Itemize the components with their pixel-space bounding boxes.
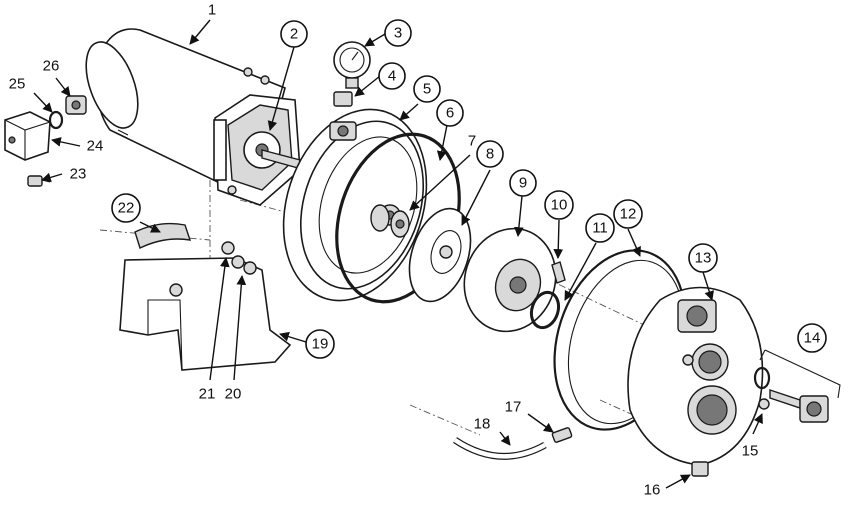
- callout-2-text: 2: [290, 26, 298, 43]
- cable-connector: [27, 175, 51, 187]
- callout-12-text: 12: [620, 206, 637, 223]
- label-23: 23: [70, 166, 87, 183]
- callout-8: 8: [476, 140, 504, 168]
- callout-6-text: 6: [446, 105, 454, 122]
- seal-plate: [282, 108, 428, 302]
- callout-5-text: 5: [423, 81, 431, 98]
- callout-8-text: 8: [486, 146, 494, 163]
- callout-2: 2: [280, 20, 308, 48]
- base-bolts: [221, 241, 245, 269]
- callout-12: 12: [613, 199, 643, 229]
- fitting-washer: [48, 110, 64, 130]
- small-plug: [758, 398, 770, 410]
- label-24: 24: [87, 138, 104, 155]
- motor-strap: [134, 222, 192, 249]
- callout-11-text: 11: [592, 220, 608, 237]
- callout-10-text: 10: [551, 197, 568, 214]
- shaft-seal: [370, 204, 410, 238]
- callout-4: 4: [378, 62, 406, 90]
- callout-9-text: 9: [519, 175, 527, 192]
- pipe-fitting: [551, 427, 573, 443]
- motor: [85, 28, 301, 206]
- tube-inner: [453, 438, 547, 459]
- callout-9: 9: [509, 169, 537, 197]
- impeller: [408, 207, 472, 303]
- callout-10: 10: [544, 190, 574, 220]
- callout-5: 5: [413, 75, 441, 103]
- callout-13-text: 13: [695, 250, 712, 267]
- label-17: 17: [505, 399, 522, 416]
- pressure-switch: [4, 111, 51, 161]
- label-7: 7: [468, 133, 476, 150]
- label-15: 15: [742, 443, 759, 460]
- switch-fitting: [65, 95, 87, 115]
- o-ring-small: [529, 290, 561, 330]
- label-18: 18: [474, 416, 491, 433]
- callout-14-text: 14: [804, 330, 821, 347]
- callout-6: 6: [436, 99, 464, 127]
- callout-4-text: 4: [388, 68, 396, 85]
- label-21: 21: [199, 386, 216, 403]
- callout-3-text: 3: [394, 25, 402, 42]
- callout-22: 22: [111, 193, 141, 223]
- gauge-bushing: [333, 91, 353, 107]
- ejector-assembly: [753, 349, 841, 423]
- label-16: 16: [644, 482, 661, 499]
- label-26: 26: [43, 58, 60, 75]
- callout-22-text: 22: [118, 200, 135, 217]
- callout-19: 19: [305, 329, 335, 359]
- callout-11: 11: [585, 213, 615, 243]
- pump-base: [119, 257, 292, 371]
- diffuser-screw: [551, 261, 566, 284]
- drain-plug: [691, 461, 709, 477]
- pressure-gauge: [333, 41, 371, 89]
- callout-19-text: 19: [312, 336, 329, 353]
- label-20: 20: [225, 386, 242, 403]
- leader-lines: [33, 19, 763, 489]
- label-1: 1: [208, 2, 216, 19]
- pump-casing: [627, 286, 764, 466]
- callout-3: 3: [384, 19, 412, 47]
- label-25: 25: [9, 76, 26, 93]
- callout-13: 13: [688, 243, 718, 273]
- callout-14: 14: [797, 323, 827, 353]
